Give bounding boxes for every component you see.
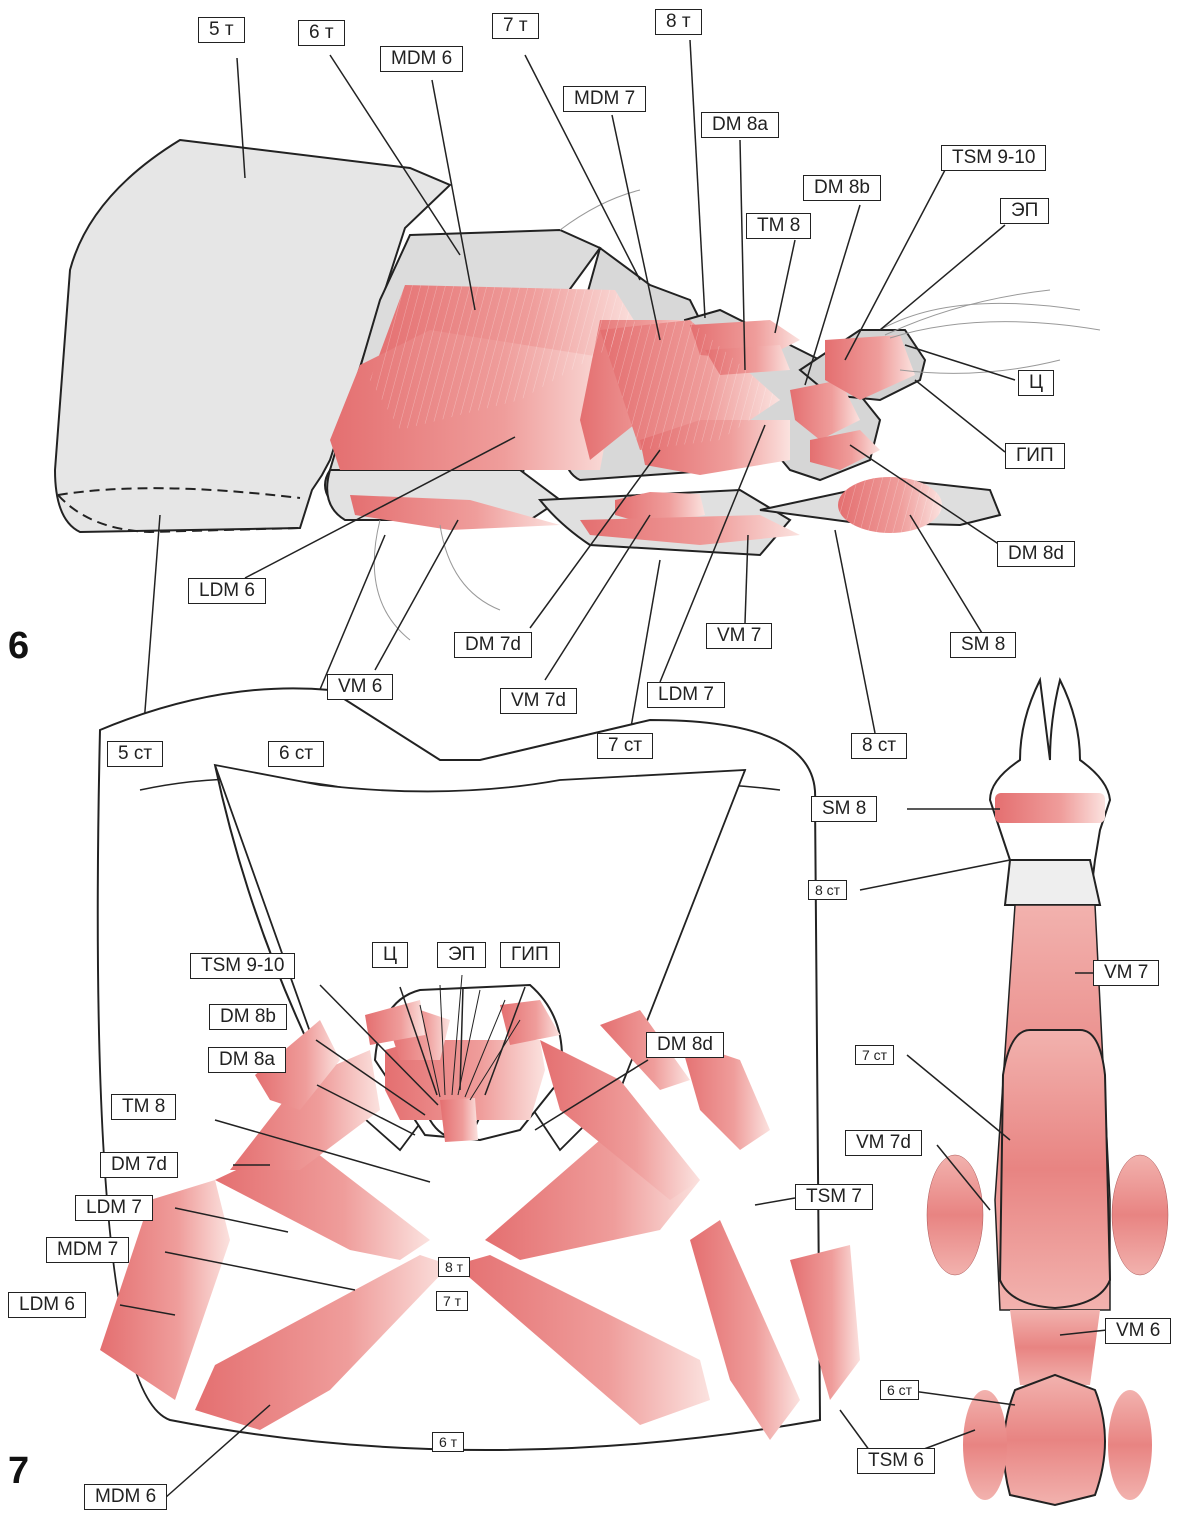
label-dm7d: DM 7d xyxy=(454,632,532,658)
label-f7-ldm7: LDM 7 xyxy=(75,1195,153,1221)
label-tergite-6: 6 т xyxy=(298,20,345,46)
label-f7-ldm6: LDM 6 xyxy=(8,1292,86,1318)
label-f7-tergite-6: 6 т xyxy=(432,1432,464,1452)
label-v-sternite-7: 7 ст xyxy=(855,1045,894,1065)
label-f7-gip: ГИП xyxy=(500,942,560,968)
label-f7-mdm6: MDM 6 xyxy=(84,1484,167,1510)
label-f7-tm8: TM 8 xyxy=(111,1094,176,1120)
label-f7-tergite-7: 7 т xyxy=(436,1291,468,1311)
muscle-vm7d-right xyxy=(1112,1155,1168,1275)
muscle-vm7d-left xyxy=(927,1155,983,1275)
label-tsm9-10: TSM 9-10 xyxy=(941,145,1046,171)
label-tm8: TM 8 xyxy=(746,213,811,239)
label-f7-ts: Ц xyxy=(372,942,408,968)
label-f7-dm8b: DM 8b xyxy=(209,1004,287,1030)
muscle-tsm6-left xyxy=(963,1390,1007,1500)
label-gip: ГИП xyxy=(1005,443,1065,469)
figure-7-drawing xyxy=(98,688,875,1498)
label-dm8d: DM 8d xyxy=(997,541,1075,567)
label-vm6: VM 6 xyxy=(327,674,393,700)
label-sternite-5: 5 ст xyxy=(107,741,163,767)
label-f7-dm8d: DM 8d xyxy=(646,1032,724,1058)
label-tergite-7: 7 т xyxy=(492,13,539,39)
label-tergite-8: 8 т xyxy=(655,9,702,35)
label-f7-tsm9-10: TSM 9-10 xyxy=(190,953,295,979)
sternite-8-ventral xyxy=(1005,860,1100,905)
label-sternite-6: 6 ст xyxy=(268,741,324,767)
sternite-6-ventral xyxy=(1004,1375,1105,1505)
label-v-sternite-8: 8 ст xyxy=(808,880,847,900)
sternite-7-ventral xyxy=(1000,1030,1110,1308)
label-v-vm7: VM 7 xyxy=(1093,960,1159,986)
label-v-sternite-6: 6 ст xyxy=(880,1380,919,1400)
label-v-vm7d: VM 7d xyxy=(845,1130,922,1156)
label-f7-tsm7: TSM 7 xyxy=(795,1184,873,1210)
muscle-tsm910 xyxy=(440,1098,478,1142)
muscle-vm6-ventral xyxy=(1010,1310,1100,1385)
label-f7-mdm7: MDM 7 xyxy=(46,1237,129,1263)
label-f7-ep: ЭП xyxy=(437,942,486,968)
figure-number-6: 6 xyxy=(8,625,29,668)
muscle-tsm6-right xyxy=(1108,1390,1152,1500)
label-v-vm6: VM 6 xyxy=(1105,1318,1171,1344)
label-dm8b: DM 8b xyxy=(803,175,881,201)
label-vm7: VM 7 xyxy=(706,623,772,649)
label-sternite-8: 8 ст xyxy=(851,733,907,759)
label-f7-dm8a: DM 8a xyxy=(208,1047,286,1073)
label-mdm7: MDM 7 xyxy=(563,86,646,112)
label-mdm6: MDM 6 xyxy=(380,46,463,72)
label-ldm7: LDM 7 xyxy=(647,682,725,708)
label-vm7d: VM 7d xyxy=(500,688,577,714)
label-ts: Ц xyxy=(1018,370,1054,396)
label-dm8a: DM 8a xyxy=(701,112,779,138)
label-f7-tergite-8: 8 т xyxy=(438,1257,470,1277)
label-f7-dm7d: DM 7d xyxy=(100,1152,178,1178)
figure-number-7: 7 xyxy=(8,1450,29,1493)
label-sternite-7: 7 ст xyxy=(597,733,653,759)
label-sm8: SM 8 xyxy=(950,632,1016,658)
label-ep: ЭП xyxy=(1000,198,1049,224)
label-f7-tsm6: TSM 6 xyxy=(857,1448,935,1474)
muscle-sm8-ventral xyxy=(995,793,1105,823)
label-v-sm8: SM 8 xyxy=(811,796,877,822)
label-ldm6: LDM 6 xyxy=(188,578,266,604)
label-tergite-5: 5 т xyxy=(198,17,245,43)
